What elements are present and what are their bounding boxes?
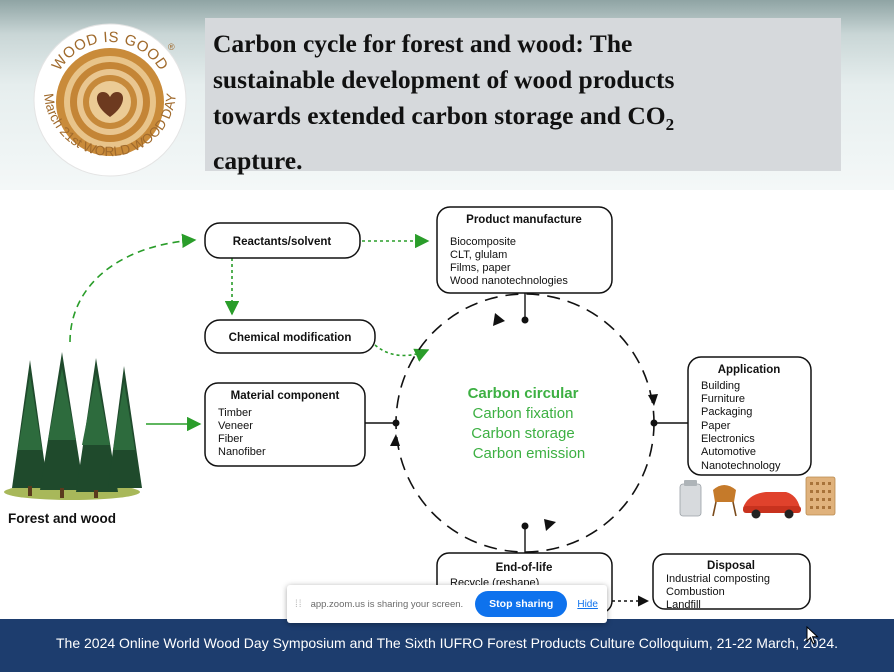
material-component-title: Material component [231, 390, 340, 402]
title-line-1: Carbon cycle for forest and wood: The [213, 29, 633, 58]
application-item: Nanotechnology [701, 460, 781, 472]
center-label: Carbon circular [468, 385, 579, 402]
mouse-cursor-icon [806, 626, 819, 645]
application-item: Automotive [701, 446, 756, 458]
manufacture-item: Wood nanotechnologies [450, 275, 568, 287]
manufacture-item: CLT, glulam [450, 249, 507, 261]
center-label: Carbon emission [473, 445, 586, 462]
application-item: Building [701, 380, 740, 392]
material-item: Timber [218, 407, 252, 419]
hide-link[interactable]: Hide [577, 598, 598, 610]
forest-to-reactants-arrow [69, 233, 197, 343]
title-line-4: capture. [213, 146, 303, 176]
title-subscript: 2 [665, 115, 675, 135]
product-manufacture-title: Product manufacture [466, 214, 582, 226]
application-title: Application [718, 364, 781, 376]
disposal-title: Disposal [707, 560, 755, 572]
registered-mark: ® [168, 42, 175, 52]
center-label: Carbon storage [471, 425, 574, 442]
cycle-arrowhead [648, 394, 658, 406]
carbon-cycle-diagram: Forest and wood Reactants/solvent Chemic… [4, 206, 836, 614]
disposal-box [652, 553, 811, 610]
cycle-arrowhead [544, 519, 556, 531]
forest-label: Forest and wood [8, 511, 116, 526]
footer-text: The 2024 Online World Wood Day Symposium… [55, 635, 839, 651]
application-item: Packaging [701, 406, 752, 418]
center-label: Carbon fixation [473, 405, 574, 422]
cycle-arrowhead [390, 434, 400, 446]
footer-bar [0, 619, 894, 672]
application-item: Furniture [701, 393, 745, 405]
title-line-3: towards extended carbon storage and CO [213, 101, 666, 130]
title-line-2: sustainable development of wood products [213, 65, 675, 94]
application-box [687, 356, 812, 476]
application-products-icons [679, 476, 836, 519]
disposal-item: Combustion [666, 586, 725, 598]
manufacture-item: Films, paper [450, 262, 511, 274]
forest-trees-icon [4, 352, 142, 500]
manufacture-item: Biocomposite [450, 236, 516, 248]
share-message: app.zoom.us is sharing your screen. [310, 598, 464, 610]
material-item: Fiber [218, 433, 243, 445]
end-of-life-title: End-of-life [496, 562, 553, 574]
disposal-item: Landfill [666, 599, 701, 611]
stop-sharing-button[interactable]: Stop sharing [475, 591, 568, 617]
material-component-box [204, 382, 366, 467]
cycle-arrowhead [493, 313, 505, 326]
carbon-cycle-circle [395, 293, 655, 553]
reactants-box [204, 222, 361, 259]
heart-icon [96, 92, 124, 117]
chemical-modification-label: Chemical modification [229, 332, 352, 344]
material-item: Nanofiber [218, 446, 266, 458]
screen-share-bar: ⁞⁞ app.zoom.us is sharing your screen. S… [287, 585, 607, 623]
world-wood-day-logo: WOOD IS GOOD ® March 21st WORLD WOOD DAY [33, 23, 187, 177]
application-item: Paper [701, 420, 731, 432]
disposal-item: Industrial composting [666, 573, 770, 585]
application-item: Electronics [701, 433, 755, 445]
chemmod-to-cycle-arrow [374, 344, 430, 362]
slide-title: Carbon cycle for forest and wood: The su… [213, 26, 831, 179]
chemical-modification-box [204, 319, 376, 354]
title-box: Carbon cycle for forest and wood: The su… [205, 18, 841, 175]
reactants-label: Reactants/solvent [233, 236, 332, 248]
material-item: Veneer [218, 420, 253, 432]
drag-handle-icon[interactable]: ⁞⁞ [295, 598, 303, 610]
